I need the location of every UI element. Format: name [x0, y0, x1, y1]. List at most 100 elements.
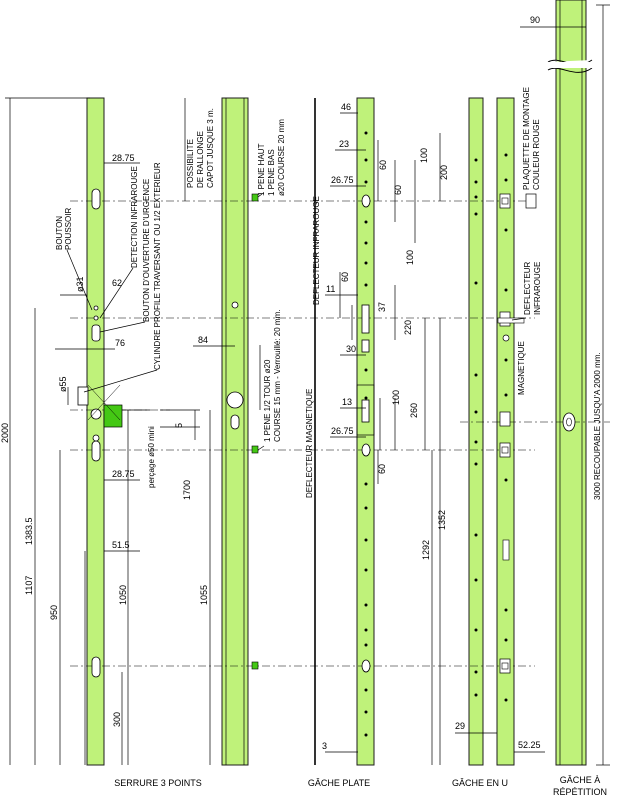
- dim-84: 84: [198, 335, 208, 345]
- slot-bottom: [91, 656, 101, 678]
- plate-dim-lines: [325, 112, 441, 765]
- dim-13: 13: [342, 397, 352, 407]
- label-pene-2: 1 PENE BAS: [267, 149, 276, 196]
- rep-slot-inner: [566, 417, 572, 427]
- label-def-ir: DEFLECTEUR INFRAROUGE: [312, 196, 321, 305]
- leader-lines: [66, 249, 158, 411]
- dim-29: 29: [455, 721, 465, 731]
- plate-mag-window: [361, 339, 370, 353]
- caption-gache-rep-2: RÉPÉTITION: [553, 787, 607, 797]
- dim-100b: 100: [405, 250, 415, 265]
- label-tour-2: COURSE 15 mm - Verrouillé: 20 mm.: [273, 310, 282, 442]
- dim-60a: 60: [378, 160, 388, 170]
- dim-60b: 60: [393, 185, 403, 195]
- dim-260: 260: [409, 403, 419, 418]
- cylinder-hole: [90, 408, 102, 420]
- label-cylindre: CYLINDRE PROFILE TRAVERSANT OU 1/2 EXTER…: [153, 162, 162, 370]
- label-ouverture: BOUTON D'OUVERTURE D'URGENCE: [142, 179, 151, 322]
- plate-hole-top: [361, 194, 371, 208]
- rallonge-dim-lines: [184, 98, 265, 765]
- label-pene-1: 1 PENE HAUT: [257, 143, 266, 196]
- dim-950: 950: [49, 605, 59, 620]
- dim-90: 90: [530, 15, 540, 25]
- dim-3: 3: [322, 741, 327, 751]
- dim-phi55: ø55: [58, 376, 68, 392]
- dim-28-75-bot: 28.75: [112, 469, 135, 479]
- caption-gache-u: GÂCHE EN U: [452, 778, 508, 788]
- serrure-dimension-lines: [5, 97, 261, 765]
- label-possib-3: CAPOT JUSQUE 3 m.: [206, 108, 215, 188]
- slot-top: [91, 188, 101, 210]
- dim-62: 62: [112, 278, 122, 288]
- label-possib-1: POSSIBILITE: [186, 139, 195, 188]
- cylinder-green: [103, 404, 123, 428]
- dim-52-25: 52.25: [518, 740, 541, 750]
- label-plaquette-2: COULEUR ROUGE: [532, 119, 541, 190]
- gache-repetition-bar: [555, 0, 587, 766]
- label-u-def-1: DEFLECTEUR: [523, 261, 532, 315]
- dim-5: 5: [174, 423, 184, 428]
- dim-28-75-top: 28.75: [112, 153, 135, 163]
- dim-26-75-a: 26.75: [331, 175, 354, 185]
- label-u-mag: MAGNETIQUE: [517, 341, 526, 395]
- pene-bas: [251, 661, 259, 670]
- ir-dot: [93, 305, 99, 311]
- dim-1107: 1107: [24, 576, 34, 595]
- plate-latch-window: [361, 399, 370, 423]
- plaquette-icon: [525, 193, 537, 209]
- dim-60d: 60: [377, 464, 387, 474]
- cylinder-body: [77, 386, 89, 406]
- ir-dot: [93, 315, 99, 321]
- plate-hole-bottom: [361, 659, 371, 673]
- plate-hole-latch: [361, 443, 371, 457]
- dim-46: 46: [341, 102, 351, 112]
- break-mark: [547, 67, 593, 73]
- rep-slot: [562, 412, 576, 432]
- dim-1383-5: 1383.5: [24, 517, 34, 545]
- capot-hole: [231, 301, 239, 309]
- label-plaquette-1: PLAQUETTE DE MONTAGE: [522, 87, 531, 190]
- cylinder-key: [92, 434, 100, 442]
- label-tour-1: 1 PENE 1/2 TOUR ø20: [263, 359, 272, 442]
- dim-1292: 1292: [421, 540, 431, 560]
- label-detection: DETECTION INFRAROUGE: [130, 166, 139, 268]
- dim-30: 30: [346, 344, 356, 354]
- slot-latch: [91, 440, 101, 462]
- plate-ir-window: [361, 304, 370, 334]
- label-pene-3: ø20 COURSE 20 mm: [277, 119, 286, 196]
- dim-100a: 100: [419, 148, 429, 163]
- pene-demi-tour: [251, 445, 259, 454]
- dim-1352: 1352: [437, 510, 447, 530]
- dim-phi31: ø31: [75, 276, 85, 292]
- dim-220: 220: [403, 320, 413, 335]
- dim-1055: 1055: [199, 585, 209, 605]
- label-def-mag: DEFLECTEUR MAGNETIQUE: [305, 389, 314, 498]
- plate-keeper-zone: [356, 384, 375, 436]
- plate-screw-holes: [364, 131, 368, 737]
- dim-37: 37: [377, 302, 387, 312]
- dim-76: 76: [115, 338, 125, 348]
- gache-u-flange-bar: [468, 97, 484, 766]
- dim-26-75-b: 26.75: [331, 426, 354, 436]
- capot-cyl-hole: [226, 391, 244, 409]
- dim-2000: 2000: [0, 423, 10, 443]
- serrure-bar: [86, 97, 105, 766]
- label-u-def-2: INFRAROUGE: [533, 262, 542, 315]
- label-bouton-1: BOUTON: [55, 216, 64, 250]
- u-face-details: [497, 153, 525, 702]
- u-flange-holes: [474, 158, 478, 697]
- dim-300: 300: [112, 712, 122, 727]
- dim-200: 200: [439, 165, 449, 180]
- dim-1050: 1050: [118, 585, 128, 605]
- dim-60c: 60: [340, 272, 350, 282]
- u-dim-lines: [455, 317, 545, 753]
- rep-dim-lines: [520, 4, 610, 766]
- dim-11: 11: [326, 284, 335, 294]
- label-percage: perçage ø50 mini: [147, 426, 156, 488]
- dim-1700: 1700: [182, 480, 192, 500]
- label-possib-2: DE RALLONGE: [196, 131, 205, 188]
- dim-23: 23: [339, 139, 349, 149]
- caption-gache-plate: GÂCHE PLATE: [308, 778, 370, 788]
- caption-gache-rep-1: GÂCHE À: [560, 775, 601, 785]
